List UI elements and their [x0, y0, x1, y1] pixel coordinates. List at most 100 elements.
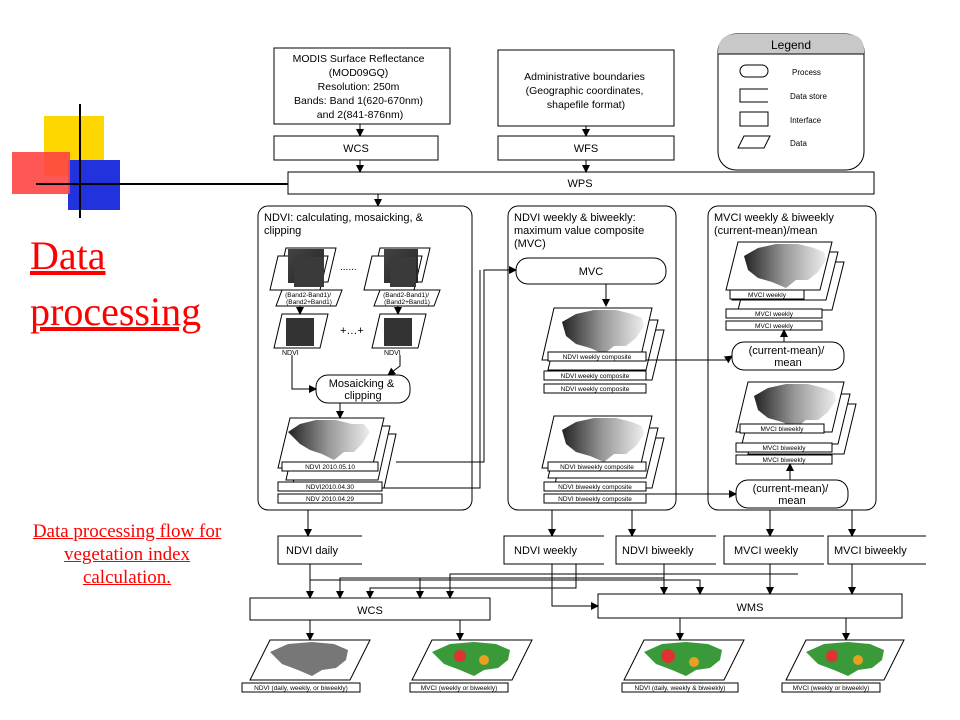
output-mvci-map-wms: MVCI (weekly or biweekly) — [781, 639, 905, 693]
legend-item-process: Process — [792, 68, 821, 77]
process-symbol — [739, 64, 769, 78]
stack-label-box — [281, 461, 379, 472]
biweekly-composite-label-3: NDVI biweekly composite — [558, 496, 632, 503]
store-to-service-connector — [551, 564, 599, 610]
data-symbol — [737, 135, 771, 149]
band-formula-left — [275, 289, 343, 307]
wcs-top-interface — [273, 135, 439, 161]
admin-input-box — [497, 49, 675, 127]
satellite-image — [286, 318, 314, 346]
wcs-top-label: WCS — [343, 143, 369, 155]
legend-title: Legend — [771, 38, 811, 52]
stack-label-box — [543, 370, 647, 381]
store-label-ndvi-biweekly: NDVI biweekly — [622, 545, 694, 557]
mvci-biweekly-stack: MVCI biweekly MVCI biweekly MVCI biweekl… — [735, 381, 857, 465]
us-map-grayscale — [562, 310, 644, 354]
mvc-panel-title-line-2: maximum value composite — [514, 225, 644, 237]
decorative-blocks — [12, 104, 292, 218]
daily-stack-to-mvc-connector — [396, 266, 517, 463]
output-label-3: NDVI (daily, weekly & biweekly) — [635, 685, 726, 692]
title-line-2: processing — [30, 289, 202, 334]
us-map-gray — [270, 642, 348, 676]
store-to-service-connector — [446, 573, 798, 599]
modis-tiles-left — [269, 247, 337, 291]
biweekly-composite-label-1: NDVI biweekly composite — [560, 464, 634, 471]
stack-label-box — [543, 481, 647, 492]
map-patch — [853, 655, 863, 665]
ndvi-panel-title-line-2: clipping — [264, 225, 301, 237]
us-map-green — [806, 642, 884, 676]
ndvi-left-to-mosaic-connector — [291, 355, 317, 393]
ndvi-biweekly-stack: NDVI biweekly composite NDVI biweekly co… — [541, 415, 665, 504]
red-square — [12, 152, 70, 194]
figure-caption: Data processing flow for vegetation inde… — [32, 521, 222, 588]
stack-label-box — [735, 454, 833, 465]
weekly-composite-label-3: NDVI weekly composite — [561, 386, 630, 393]
store-to-service-connector — [310, 579, 704, 595]
legend-item-interface: Interface — [790, 116, 822, 125]
output-ndvi-map-wms: NDVI (daily, weekly & biweekly) — [621, 639, 745, 693]
ndvi-daily-stack: NDVI 2010.05.10 NDVI2010.04.30 NDV 2010.… — [277, 417, 397, 504]
mvc-panel-title: NDVI weekly & biweekly: maximum value co… — [514, 212, 647, 250]
legend: Legend Process Data store Interface Data — [717, 33, 865, 171]
stack-label-box — [543, 493, 647, 504]
panel-to-store-connectors — [304, 510, 856, 537]
mvci-panel-title: MVCI weekly & biweekly (current-mean)/me… — [714, 212, 837, 237]
map-patch — [826, 650, 838, 662]
store-label-mvci-biweekly: MVCI biweekly — [834, 545, 907, 557]
ndvi-panel-title-line-1: NDVI: calculating, mosaicking, & — [264, 212, 424, 224]
band-formula-left-text: (Band2-Band1)/ (Band2+Band1) — [285, 292, 333, 306]
inter-panel-connectors — [382, 266, 794, 498]
map-patch — [479, 655, 489, 665]
band-formula-line-2: (Band2+Band1) — [384, 299, 430, 306]
store-mvci-biweekly — [827, 535, 926, 565]
stack-label-box — [725, 308, 823, 319]
satellite-image — [384, 318, 412, 346]
mvci-biweekly-label-3: MVCI biweekly — [763, 457, 807, 464]
tile-ellipsis: ...... — [340, 262, 357, 273]
band-formula-line-1: (Band2-Band1)/ — [285, 292, 331, 299]
interface-symbol — [739, 111, 769, 127]
us-map-green — [644, 642, 722, 676]
mosaicking-label: Mosaicking & clipping — [329, 378, 397, 402]
output-label-box — [781, 682, 881, 693]
plus-ellipsis: +…+ — [340, 325, 364, 337]
weekly-composite-label-2: NDVI weekly composite — [561, 373, 630, 380]
title-line-1: Data — [30, 233, 106, 278]
top-connectors — [356, 124, 590, 207]
wps-interface — [287, 171, 875, 195]
satellite-image — [390, 257, 416, 287]
output-label-1: NDVI (daily, weekly, or biweekly) — [254, 685, 348, 692]
stack-label-box — [277, 493, 383, 504]
wcs-bottom-label: WCS — [357, 605, 383, 617]
mvci-weekly-label-2: MVCI weekly — [755, 311, 794, 318]
output-label-4: MVCI (weekly or biweekly) — [793, 685, 870, 692]
band-formula-line-2: (Band2+Band1) — [286, 299, 332, 306]
store-label-mvci-weekly: MVCI weekly — [734, 545, 799, 557]
stack-label-box — [277, 481, 383, 492]
admin-text: Administrative boundaries (Geographic co… — [524, 71, 648, 111]
store-ndvi-biweekly — [615, 535, 716, 565]
wms-label: WMS — [737, 602, 764, 614]
output-label-box — [621, 682, 739, 693]
store-label-ndvi-daily: NDVI daily — [286, 545, 338, 557]
mvci-weekly-label-1: MVCI weekly — [748, 292, 787, 299]
current-mean-line-2: mean — [778, 495, 806, 507]
modis-line-2: (MOD09GQ) — [329, 67, 389, 79]
mvc-panel-title-line-1: NDVI weekly & biweekly: — [514, 212, 636, 224]
modis-line-5: and 2(841-876nm) — [317, 109, 403, 121]
us-map-green — [432, 642, 510, 676]
service-to-output-connectors — [306, 618, 850, 641]
us-map-grayscale — [744, 244, 826, 288]
ndvi-label-right: NDVI — [384, 350, 401, 357]
stack-label-box — [725, 320, 823, 331]
store-to-service-connectors — [306, 564, 856, 610]
current-mean-label-bottom: (current-mean)/ mean — [753, 483, 832, 507]
output-label-box — [241, 682, 361, 693]
us-map-grayscale — [754, 384, 836, 428]
biweekly-composite-label-2: NDVI biweekly composite — [558, 484, 632, 491]
ndvi-stack-label-1: NDVI 2010.05.10 — [305, 464, 355, 471]
mvc-process-label: MVC — [579, 266, 604, 278]
admin-line-1: Administrative boundaries — [524, 71, 645, 83]
ndvi-panel-title: NDVI: calculating, mosaicking, & clippin… — [264, 212, 426, 237]
